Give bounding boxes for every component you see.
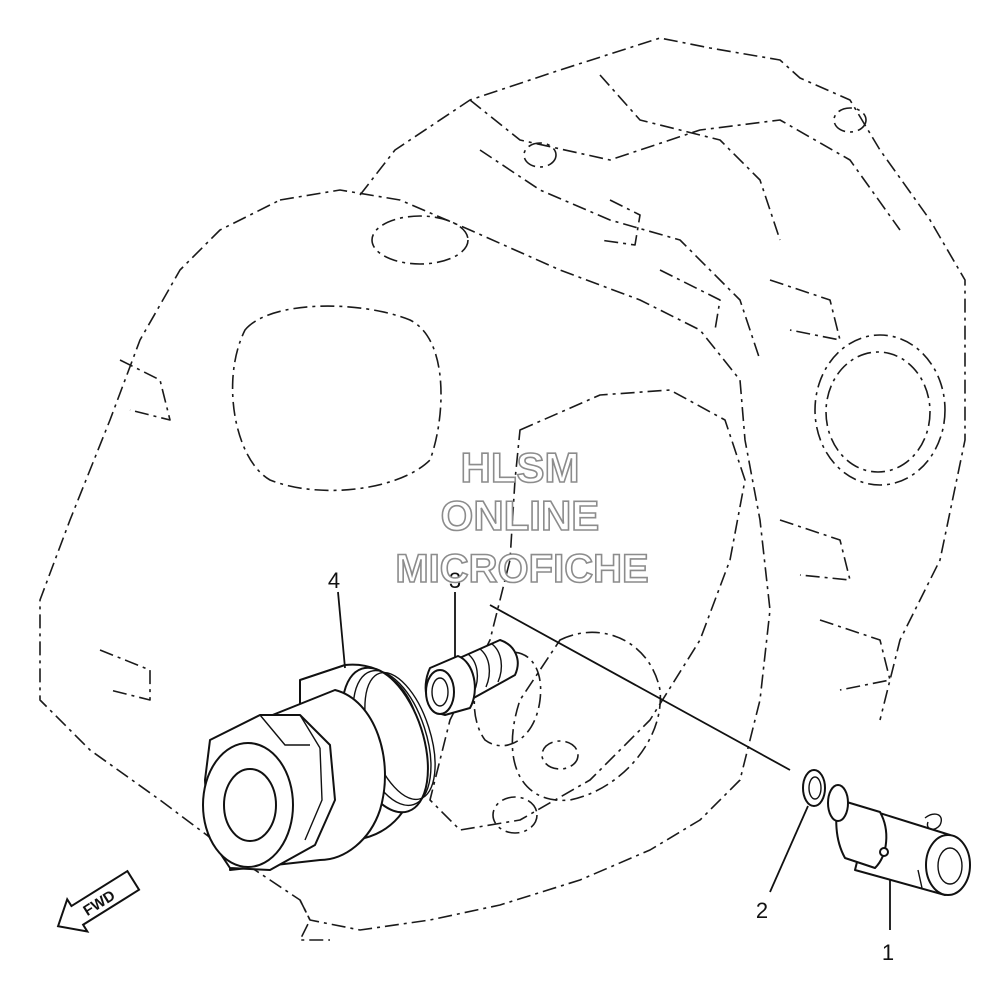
watermark-line-1: HLSM xyxy=(461,444,580,491)
crankcase-upper-boss xyxy=(371,215,469,265)
fwd-arrow-icon: FWD xyxy=(56,869,141,933)
callout-1: 1 xyxy=(882,940,894,965)
crankcase-boss-lower xyxy=(541,740,579,770)
oil-filter-hex-edge-3 xyxy=(304,747,323,841)
leader-lines xyxy=(337,591,891,930)
crankcase-bearing-outer xyxy=(814,334,946,486)
crankcase-rib-bottom xyxy=(299,899,330,941)
crankcase-rib-right-1 xyxy=(769,279,841,341)
callouts: 4 3 2 1 xyxy=(328,568,894,965)
crankcase-boss-right xyxy=(833,107,867,133)
oil-filter-center-hole[interactable] xyxy=(223,768,277,842)
leader-line-axis xyxy=(489,604,791,771)
watermark: HLSM ONLINE MICROFICHE xyxy=(395,443,650,592)
callout-4: 4 xyxy=(328,568,340,593)
relief-valve-clip xyxy=(924,813,942,830)
watermark-line-2: ONLINE xyxy=(441,492,600,539)
crankcase-boss-top xyxy=(523,142,557,168)
crankcase-rib-inner-top xyxy=(599,199,641,246)
callout-2: 2 xyxy=(756,898,768,923)
crankcase-top-rib xyxy=(599,74,781,241)
leader-line-2 xyxy=(769,805,809,893)
relief-valve-port xyxy=(879,847,889,857)
crankcase-rib-right-2 xyxy=(779,519,851,581)
crankcase-bearing-inner xyxy=(825,351,931,473)
crankcase-rib-left-2 xyxy=(99,649,151,701)
relief-valve-slot xyxy=(917,869,923,889)
crankcase-boss-small xyxy=(492,796,538,834)
crankcase-rib-left-1 xyxy=(119,359,171,421)
crankcase-inner-chamber xyxy=(429,389,746,831)
union-bolt-thread-line-2 xyxy=(479,648,491,688)
relief-valve-outlet[interactable] xyxy=(925,834,971,896)
union-bolt[interactable] xyxy=(424,639,519,716)
crankcase-inner-rib xyxy=(479,149,761,361)
crankcase-round-cover xyxy=(231,305,442,492)
crankcase-rib-inner-mid xyxy=(659,269,721,331)
watermark-line-3: MICROFICHE xyxy=(395,547,648,591)
gasket-outer[interactable] xyxy=(802,769,826,807)
crankcase-outline xyxy=(39,37,966,941)
relief-valve-outlet-bore xyxy=(937,847,963,885)
crankcase-inner-chamber-2 xyxy=(511,631,662,802)
callout-3: 3 xyxy=(449,568,461,593)
relief-valve-tip[interactable] xyxy=(827,784,849,822)
gasket[interactable] xyxy=(802,769,826,807)
oil-filter[interactable] xyxy=(202,657,449,871)
crankcase-upper-housing xyxy=(359,37,966,721)
gasket-inner xyxy=(808,776,822,800)
crankcase-top-ridge xyxy=(469,99,901,231)
crankcase-rib-right-3 xyxy=(819,619,891,691)
relief-valve[interactable] xyxy=(827,784,971,896)
union-bolt-head-inner xyxy=(431,677,449,707)
crankcase-boss-left xyxy=(473,651,542,747)
oil-filter-hex-edge-2 xyxy=(299,714,321,749)
leader-line-4 xyxy=(337,591,346,669)
union-bolt-thread-line-3 xyxy=(491,643,503,683)
union-bolt-head[interactable] xyxy=(425,669,455,715)
oil-filter-hex-edge-1 xyxy=(259,714,310,746)
